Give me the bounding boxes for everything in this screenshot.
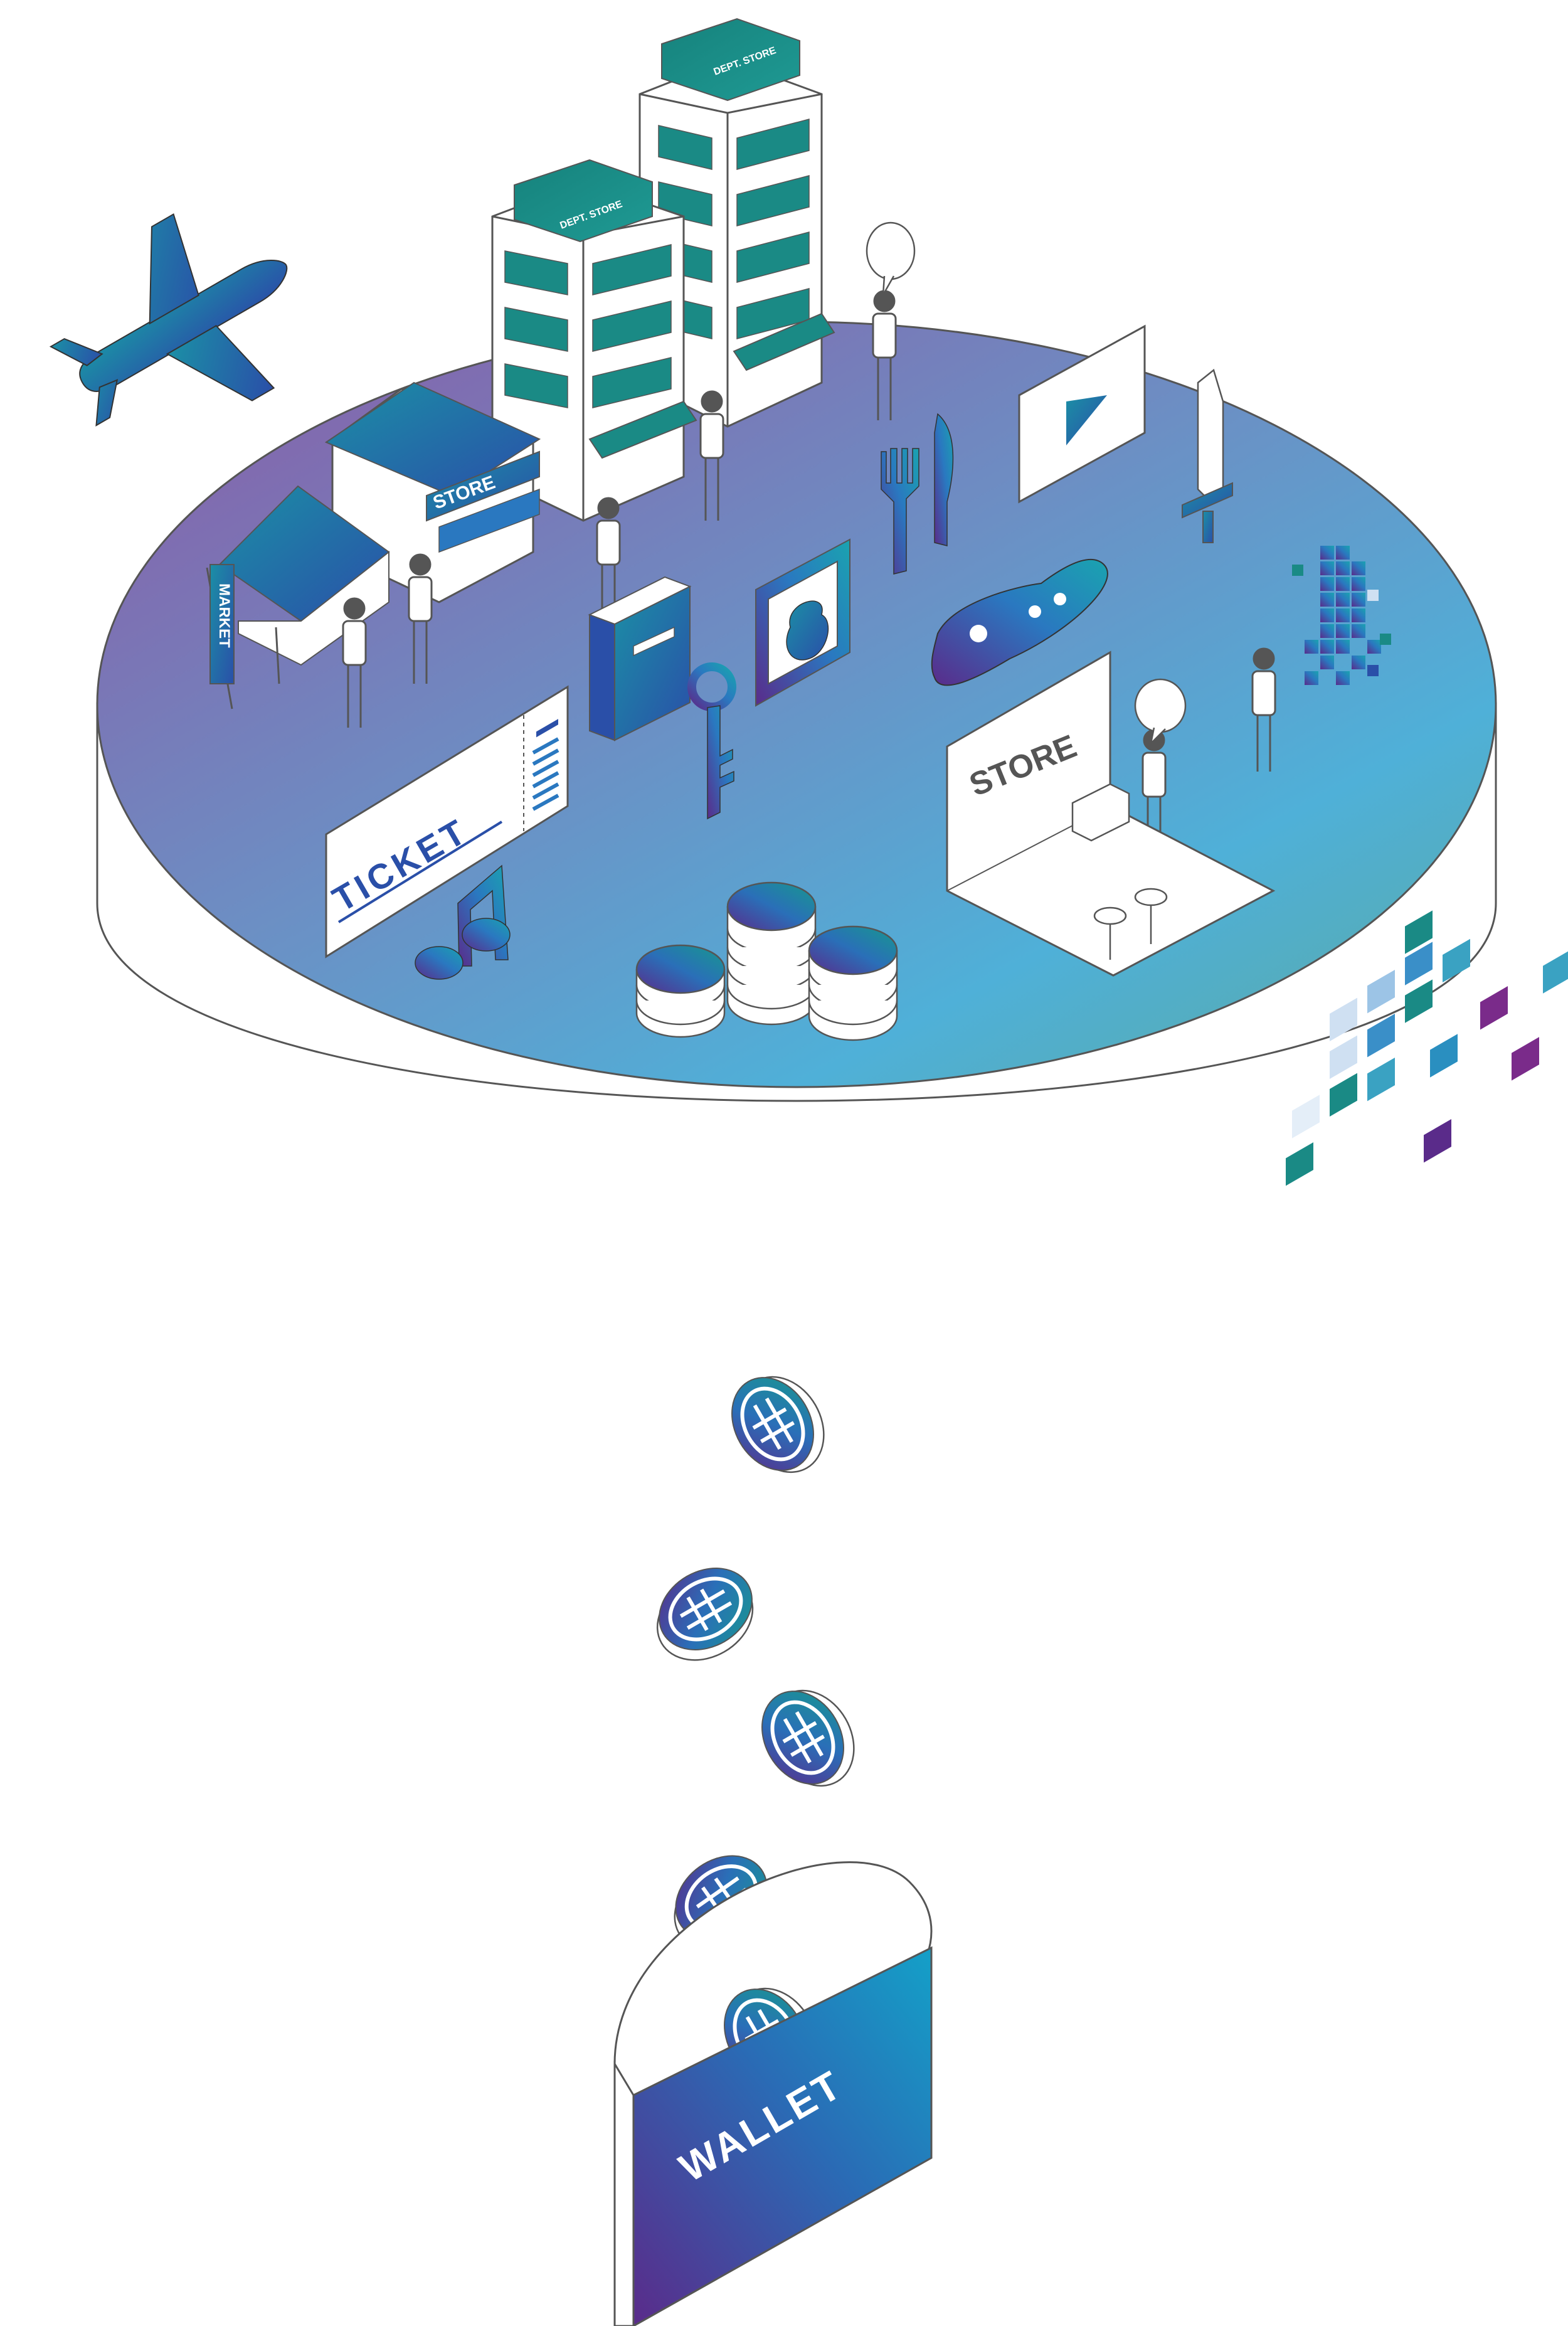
market-sign: MARKET xyxy=(216,583,233,648)
airplane-icon xyxy=(49,213,288,427)
sword-icon xyxy=(1182,368,1233,543)
vase-picture-icon xyxy=(755,538,850,707)
market-banner xyxy=(209,564,235,684)
wallet-icon xyxy=(613,1861,933,2326)
dept-store-building-2 xyxy=(638,18,835,428)
coin-icon xyxy=(656,1568,754,1661)
speech-bubble-icon xyxy=(866,221,916,295)
person xyxy=(408,553,433,684)
dept-store-roof-2 xyxy=(661,18,800,102)
person xyxy=(1251,647,1276,772)
pixel-sword-icon xyxy=(1292,546,1391,685)
dept-store-building-1 xyxy=(491,159,697,522)
ticket-icon xyxy=(325,685,569,959)
person xyxy=(872,290,897,420)
wallet-front xyxy=(632,1946,933,2326)
play-icon xyxy=(1018,324,1146,504)
coin-icon xyxy=(731,1376,825,1474)
coin-icon xyxy=(761,1689,855,1787)
knife-icon xyxy=(934,413,954,546)
person xyxy=(1142,729,1167,859)
person xyxy=(342,597,367,728)
falling-coins xyxy=(656,1376,855,1951)
person xyxy=(699,390,724,521)
music-note-icon xyxy=(415,864,511,980)
market-tent xyxy=(206,485,390,709)
book-icon xyxy=(588,576,692,741)
store-booth xyxy=(946,651,1276,977)
gamepad-icon xyxy=(931,559,1108,686)
fork-icon xyxy=(881,448,919,575)
coin-stack xyxy=(635,881,898,1041)
pixel-decoration xyxy=(1286,910,1568,1186)
dept-store-roof-1 xyxy=(514,159,653,243)
speech-bubble-icon xyxy=(1134,678,1187,746)
person xyxy=(596,497,621,608)
key-icon xyxy=(687,662,736,820)
